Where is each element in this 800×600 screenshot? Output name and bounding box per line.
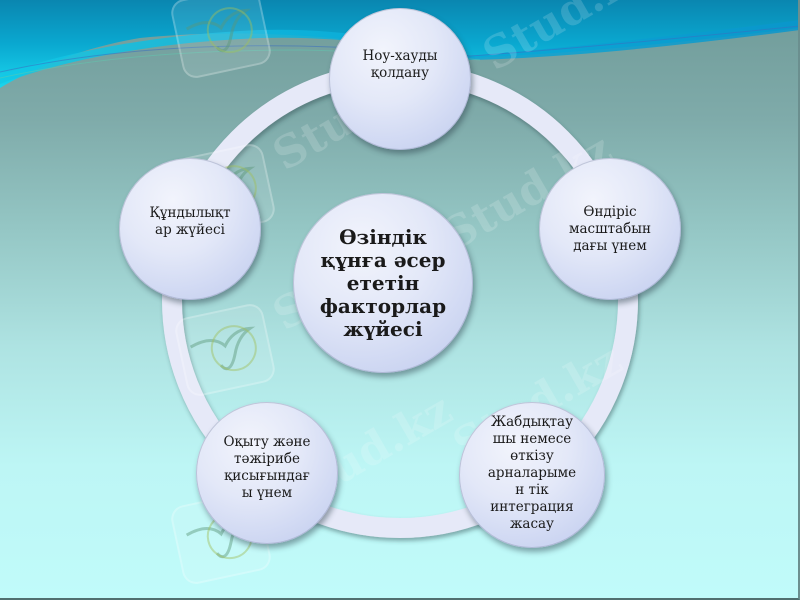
node-line: интеграция (490, 498, 574, 515)
node-bottom-left: Оқыту және тәжірибе қисығындағ ы үнем (196, 402, 338, 544)
node-line: н тік (515, 481, 549, 498)
node-line: өткізу (510, 447, 554, 464)
node-line: қолдану (370, 65, 430, 81)
node-line: қисығындағ (224, 468, 310, 484)
node-top-text: Ноу-хауды қолдану (362, 48, 437, 82)
node-top: Ноу-хауды қолдану (329, 8, 471, 150)
center-line: Өзіндік (339, 224, 427, 249)
node-line: тәжірибе (234, 451, 300, 467)
node-bottom-left-text: Оқыту және тәжірибе қисығындағ ы үнем (223, 434, 310, 502)
center-line: құнға әсер (320, 247, 446, 272)
node-line: масштабын (568, 220, 652, 237)
node-line: Оқыту және (223, 434, 311, 450)
node-line: жасау (509, 515, 555, 532)
node-line: Ноу-хауды (362, 48, 438, 64)
node-line: шы немесе (492, 430, 572, 447)
node-left: Құндылықт ар жүйесі (119, 158, 261, 300)
node-line: ы үнем (241, 485, 293, 501)
center-line: ететін (346, 270, 420, 295)
node-line: ар жүйесі (155, 222, 225, 238)
center-line: жүйесі (343, 316, 423, 341)
node-bottom-right: Жабдықтау шы немесе өткізу арналарыме н … (459, 402, 605, 548)
center-node-text: Өзіндік құнға әсер ететін факторлар жүйе… (319, 224, 447, 341)
header-wave-highlight (0, 20, 798, 84)
node-right: Өндіріс масштабын дағы үнем (539, 158, 681, 300)
node-line: Құндылықт (149, 205, 231, 221)
node-line: Өндіріс (583, 203, 637, 220)
node-right-text: Өндіріс масштабын дағы үнем (569, 204, 651, 255)
node-bottom-right-text: Жабдықтау шы немесе өткізу арналарыме н … (488, 414, 576, 533)
node-left-text: Құндылықт ар жүйесі (149, 205, 230, 239)
node-line: дағы үнем (573, 237, 647, 254)
center-node: Өзіндік құнға әсер ететін факторлар жүйе… (293, 193, 473, 373)
node-line: арналарыме (487, 464, 577, 481)
center-line: факторлар (319, 293, 447, 318)
node-line: Жабдықтау (490, 413, 574, 430)
